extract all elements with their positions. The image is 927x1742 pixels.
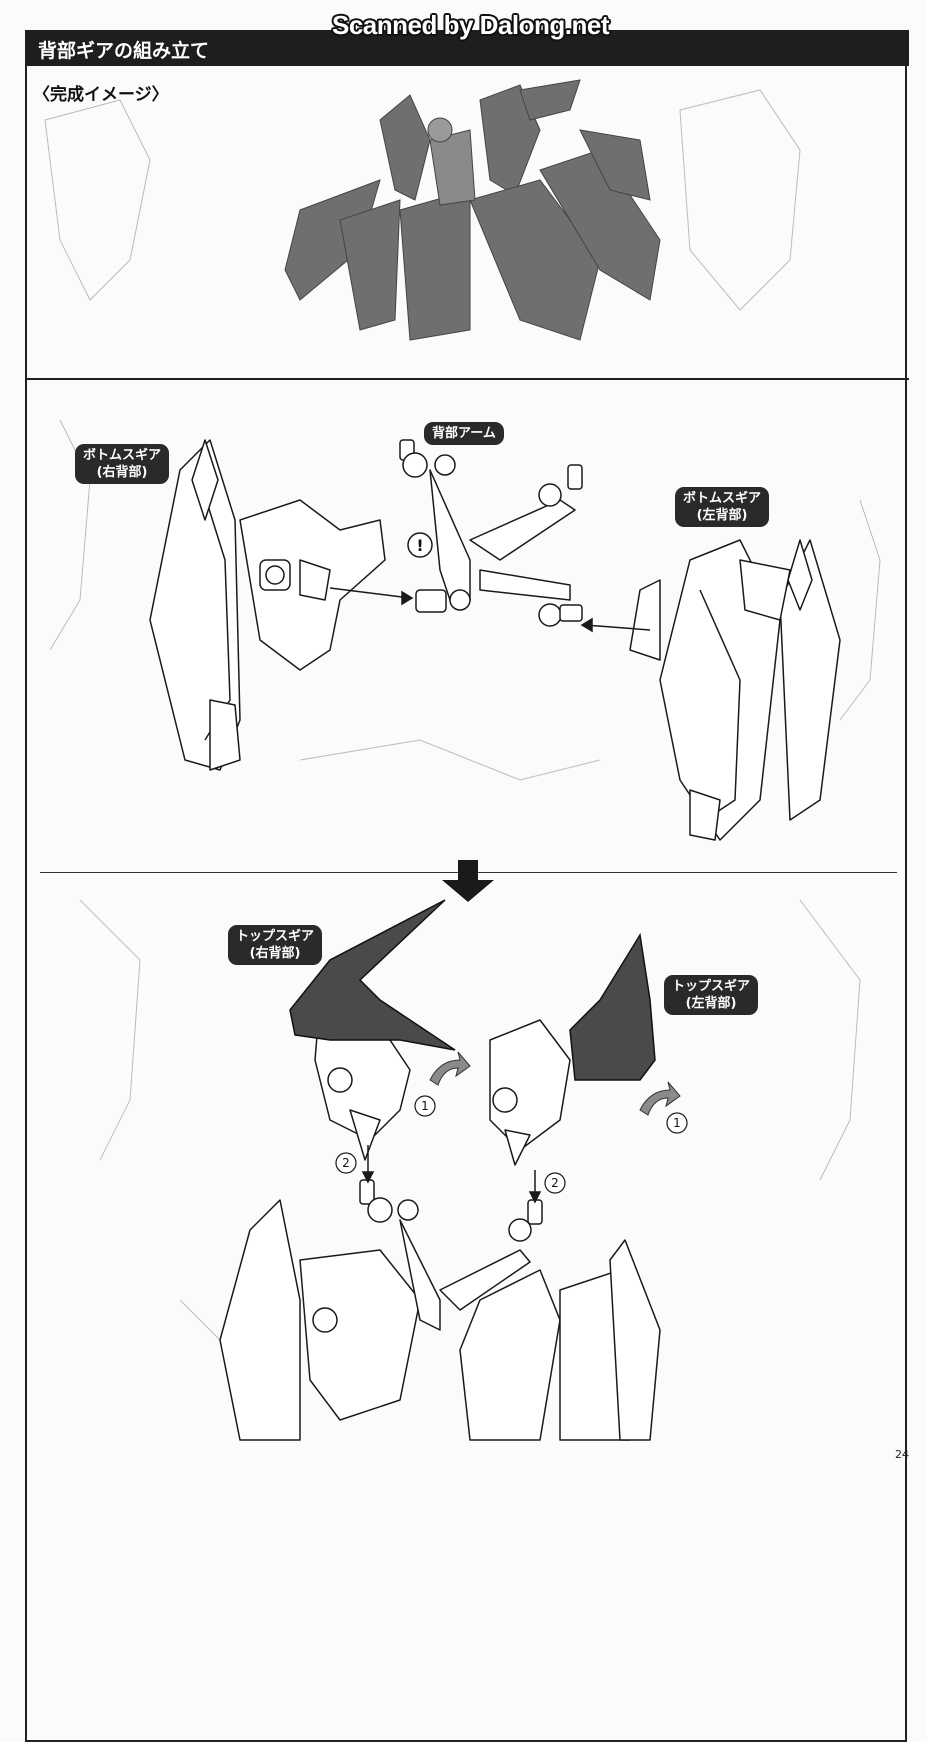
label-bottom-gear-left-back: ボトムスギア (左背部) xyxy=(675,487,770,527)
down-arrow-icon xyxy=(442,860,494,902)
header-bar xyxy=(25,30,909,66)
page-title: 背部ギアの組み立て xyxy=(38,40,210,62)
label-top-gear-right-back: トップスギア (右背部) xyxy=(228,925,323,965)
step-marker-attach-right: 2 xyxy=(342,1156,350,1170)
watermark: Scanned by Dalong.net xyxy=(332,10,610,40)
step-marker-rotate-right: 1 xyxy=(421,1099,429,1113)
page-number: 24 xyxy=(895,1448,909,1461)
label-bottom-gear-right-back: ボトムスギア (右背部) xyxy=(75,444,170,484)
step-marker-attach-left: 2 xyxy=(551,1176,559,1190)
label-back-arm: 背部アーム xyxy=(424,422,504,445)
assembly-illustration: ! xyxy=(44,79,881,1441)
section-divider-top xyxy=(25,378,909,380)
completed-image-label: 〈完成イメージ〉 xyxy=(33,85,169,105)
step-marker-rotate-left: 1 xyxy=(673,1116,681,1130)
label-top-gear-left-back: トップスギア (左背部) xyxy=(664,975,759,1015)
caution-mark: ! xyxy=(416,536,423,555)
